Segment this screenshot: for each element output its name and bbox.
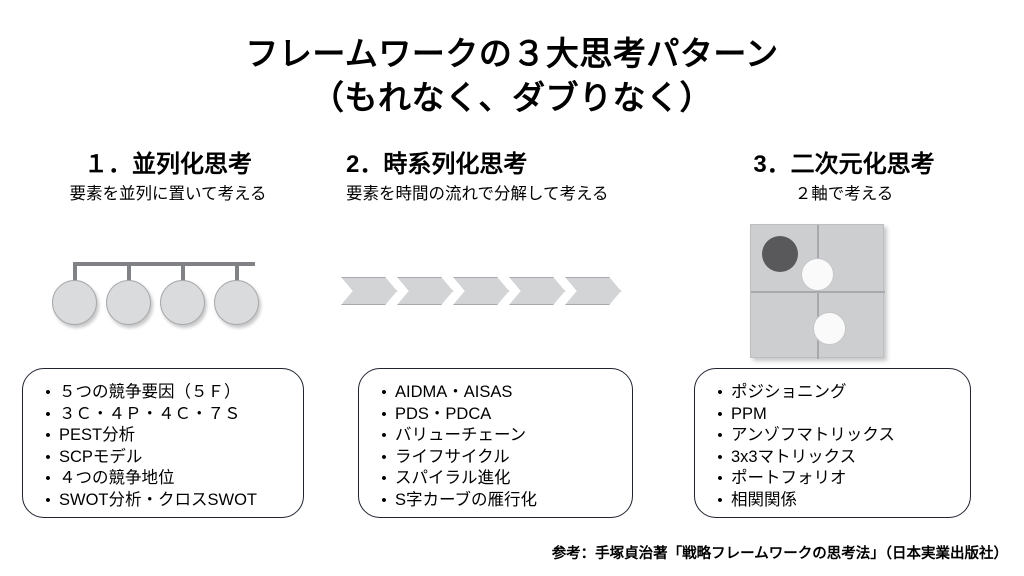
bracket-drop-2 (127, 262, 131, 284)
matrix-dot-dark (762, 236, 798, 272)
bracket-drop-1 (73, 262, 77, 284)
list-item: • SWOT分析・クロスSWOT (37, 490, 303, 512)
bullet-icon: • (381, 448, 387, 466)
source-credit: 参考：手塚貞治著「戦略フレームワークの思考法」（日本実業出版社） (551, 546, 1008, 562)
bullet-icon: • (45, 470, 51, 487)
chevron-arrows-diagram (341, 277, 621, 309)
list-item-label: ポートフォリオ (731, 469, 847, 487)
bullet-icon: • (45, 448, 51, 466)
list-item: • ３Ｃ・４Ｐ・４Ｃ・７Ｓ (37, 404, 303, 426)
list-item-label: ３Ｃ・４Ｐ・４Ｃ・７Ｓ (59, 404, 241, 423)
framework-list-3: • ポジショニング • PPM • アンゾフマトリックス • 3x3マトリックス… (695, 369, 970, 511)
column-parallel-thinking: １．並列化思考 要素を並列に置いて考える (16, 150, 316, 205)
bullet-icon: • (381, 384, 387, 401)
list-item: • アンゾフマトリックス (709, 425, 970, 447)
list-item-label: SWOT分析・クロスSWOT (59, 490, 257, 509)
bullet-icon: • (381, 427, 387, 444)
list-item: • バリューチェーン (373, 425, 632, 447)
bullet-icon: • (381, 491, 387, 509)
list-item-label: ５つの競争要因（５Ｆ） (59, 383, 241, 401)
parallel-circle-4 (214, 280, 259, 325)
list-item: • スパイラル進化 (373, 468, 632, 490)
list-item-label: 3x3マトリックス (731, 447, 857, 466)
column-1-subtitle: 要素を並列に置いて考える (69, 185, 267, 203)
list-item: • 3x3マトリックス (709, 447, 970, 469)
list-item-label: SCPモデル (59, 447, 143, 466)
bullet-icon: • (45, 491, 51, 509)
chevron-arrow-5 (565, 277, 621, 305)
bullet-icon: • (717, 384, 723, 401)
bullet-icon: • (381, 470, 387, 487)
bullet-icon: • (717, 470, 723, 487)
bullet-icon: • (45, 405, 51, 423)
list-item: • ライフサイクル (373, 447, 632, 469)
framework-list-1: • ５つの競争要因（５Ｆ） • ３Ｃ・４Ｐ・４Ｃ・７Ｓ • PEST分析 • S… (23, 369, 303, 511)
column-3-heading: 3．二次元化思考 (753, 151, 935, 178)
bullet-icon: • (717, 427, 723, 444)
column-1-heading: １．並列化思考 (84, 151, 252, 178)
list-item: • S字カーブの雁行化 (373, 490, 632, 512)
matrix-dot-light-lower (813, 312, 846, 345)
chevron-arrow-1 (341, 277, 397, 305)
bracket-drop-4 (235, 262, 239, 284)
list-item-label: S字カーブの雁行化 (395, 490, 538, 509)
list-item-label: PPM (731, 404, 767, 423)
page-title: フレームワークの３大思考パターン （もれなく、ダブりなく） (0, 32, 1024, 120)
column-2-heading: 2．時系列化思考 (346, 151, 528, 178)
column-timeseries-thinking: 2．時系列化思考 要素を時間の流れで分解して考える (340, 150, 650, 205)
column-3-subtitle: ２軸で考える (794, 185, 894, 203)
bullet-icon: • (45, 427, 51, 444)
column-twodimensional-thinking: 3．二次元化思考 ２軸で考える (680, 150, 990, 205)
parallel-circles-diagram (40, 255, 290, 335)
matrix-horizontal-axis (751, 291, 885, 293)
list-item-label: ライフサイクル (395, 447, 510, 466)
list-item: • PPM (709, 404, 970, 426)
bullet-icon: • (717, 405, 723, 423)
column-2-subtitle: 要素を時間の流れで分解して考える (346, 185, 609, 203)
title-line-2: （もれなく、ダブりなく） (311, 79, 713, 116)
list-item: • PDS・PDCA (373, 404, 632, 426)
framework-list-2: • AIDMA・AISAS • PDS・PDCA • バリューチェーン • ライ… (359, 369, 632, 511)
list-item-label: アンゾフマトリックス (731, 426, 895, 444)
chevron-arrow-4 (509, 277, 565, 305)
bracket-horizontal-bar (73, 262, 255, 266)
parallel-circle-3 (160, 280, 205, 325)
title-line-1: フレームワークの３大思考パターン (245, 35, 779, 72)
list-item: • ポジショニング (709, 382, 970, 404)
list-item: • SCPモデル (37, 447, 303, 469)
bullet-icon: • (717, 448, 723, 466)
list-item-label: スパイラル進化 (395, 469, 511, 487)
bracket-drop-3 (181, 262, 185, 284)
bullet-icon: • (45, 384, 51, 401)
two-by-two-matrix-diagram (750, 224, 885, 359)
list-item-label: バリューチェーン (395, 426, 527, 444)
parallel-circle-1 (52, 280, 97, 325)
list-item: • ４つの競争地位 (37, 468, 303, 490)
framework-list-box-1: • ５つの競争要因（５Ｆ） • ３Ｃ・４Ｐ・４Ｃ・７Ｓ • PEST分析 • S… (22, 368, 304, 518)
list-item-label: ポジショニング (731, 383, 847, 401)
list-item: • 相関関係 (709, 490, 970, 512)
list-item-label: PEST分析 (59, 426, 136, 444)
framework-list-box-2: • AIDMA・AISAS • PDS・PDCA • バリューチェーン • ライ… (358, 368, 633, 518)
list-item-label: 相関関係 (731, 490, 797, 509)
list-item-label: AIDMA・AISAS (395, 383, 513, 401)
list-item: • PEST分析 (37, 425, 303, 447)
list-item: • ５つの競争要因（５Ｆ） (37, 382, 303, 404)
chevron-arrow-3 (453, 277, 509, 305)
chevron-arrow-2 (397, 277, 453, 305)
parallel-circle-2 (106, 280, 151, 325)
list-item-label: PDS・PDCA (395, 404, 492, 423)
list-item: • ポートフォリオ (709, 468, 970, 490)
bullet-icon: • (717, 491, 723, 509)
bullet-icon: • (381, 405, 387, 423)
matrix-dot-light-upper (801, 258, 834, 291)
list-item: • AIDMA・AISAS (373, 382, 632, 404)
framework-list-box-3: • ポジショニング • PPM • アンゾフマトリックス • 3x3マトリックス… (694, 368, 971, 518)
list-item-label: ４つの競争地位 (59, 469, 175, 487)
